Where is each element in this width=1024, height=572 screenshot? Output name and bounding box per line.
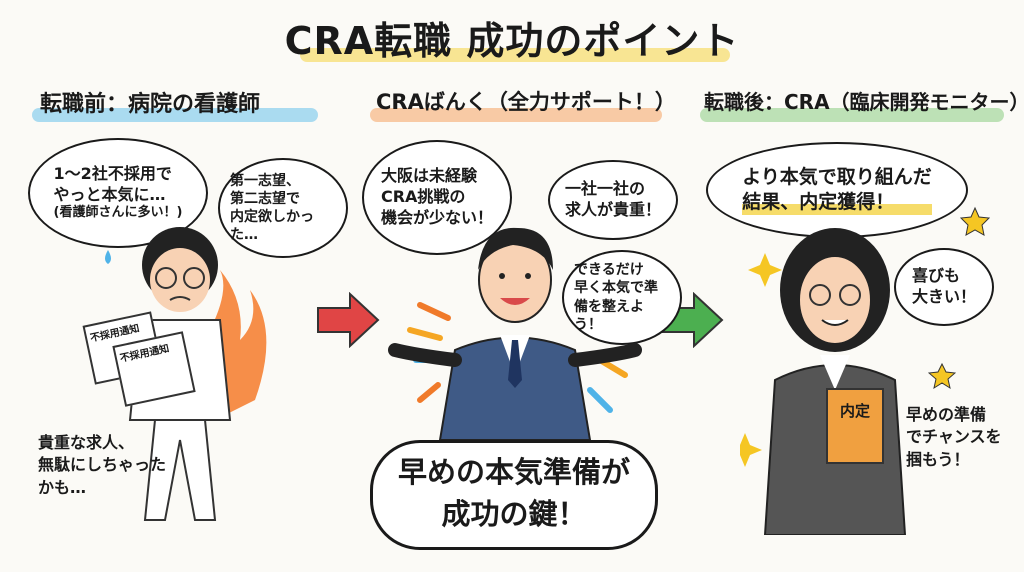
bubble-line: 結果、内定獲得！ <box>742 190 932 215</box>
heading-highlight-before <box>32 108 318 122</box>
bubble-line: CRA挑戦の <box>380 187 466 207</box>
caption-line: かも… <box>38 477 87 497</box>
bubble-line: 大きい！ <box>911 287 976 306</box>
bubble-line: 備を整えよう！ <box>574 298 644 333</box>
caption-line: 早めの準備 <box>906 405 987 424</box>
speech-bubble-not-hired: 1〜2社不採用でやっと本気に…(看護師さんに多い！) <box>28 138 208 248</box>
caption-after: 早めの準備でチャンスを掴もう！ <box>906 404 1002 471</box>
bubble-line: より本気で取り組んだ <box>742 166 932 189</box>
star-icon <box>928 362 956 390</box>
heading-highlight-after <box>700 108 1004 122</box>
heading-highlight-middle <box>370 108 662 122</box>
cra-woman-illustration <box>740 228 907 535</box>
caption-line: 貴重な求人、 <box>38 433 135 452</box>
heading-after: 転職後：CRA（臨床開発モニター） <box>704 90 1024 114</box>
caption-line: でチャンスを <box>906 427 1002 447</box>
caption-line: 無駄にしちゃった <box>38 455 167 475</box>
bubble-line: 一社一社の <box>564 179 645 199</box>
heading-before: 転職前：病院の看護師 <box>40 92 261 117</box>
thought-bubble-first-choice: 第一志望、第二志望で内定欲しかった… <box>218 158 348 258</box>
bubble-line: 求人が貴重！ <box>564 200 661 219</box>
bubble-line: (看護師さんに多い！) <box>53 205 183 221</box>
bubble-line: 早く本気で準 <box>574 280 658 297</box>
bubble-line: 第一志望、 <box>230 172 300 189</box>
speech-bubble-offer: より本気で取り組んだ結果、内定獲得！ <box>706 142 968 238</box>
bubble-line: やっと本気に… <box>53 184 166 204</box>
arrow-right-green-icon <box>661 292 724 348</box>
key-message-box: 早めの本気準備が 成功の鍵！ <box>370 440 658 550</box>
advisor-illustration <box>388 227 642 440</box>
bubble-line: できるだけ <box>574 262 644 279</box>
key-message-line: 早めの本気準備が <box>397 455 630 489</box>
offer-folder: 内定 <box>826 388 884 464</box>
speech-bubble-joy: 喜びも大きい！ <box>894 248 994 326</box>
star-icon <box>960 206 990 236</box>
speech-bubble-prepare-early: できるだけ早く本気で準備を整えよう！ <box>562 250 682 345</box>
bubble-line: 1〜2社不採用で <box>53 163 172 183</box>
bubble-line: 内定欲しかった… <box>230 209 314 244</box>
bubble-line: 第二志望で <box>230 190 300 207</box>
bubble-line: 喜びも <box>911 266 960 286</box>
bubble-line: 機会が少ない！ <box>380 207 493 227</box>
arrow-right-red-icon <box>317 292 380 348</box>
caption-line: 掴もう！ <box>906 449 970 469</box>
bubble-line: 大阪は未経験 <box>380 166 477 186</box>
title-highlight <box>300 48 730 62</box>
key-message-line: 成功の鍵！ <box>441 497 587 532</box>
speech-bubble-precious-jobs: 一社一社の求人が貴重！ <box>548 160 678 240</box>
page-title: CRA転職 成功のポイント <box>284 19 740 63</box>
heading-middle: CRAばんく（全力サポート！） <box>376 90 676 114</box>
caption-before: 貴重な求人、無駄にしちゃったかも… <box>38 432 166 499</box>
